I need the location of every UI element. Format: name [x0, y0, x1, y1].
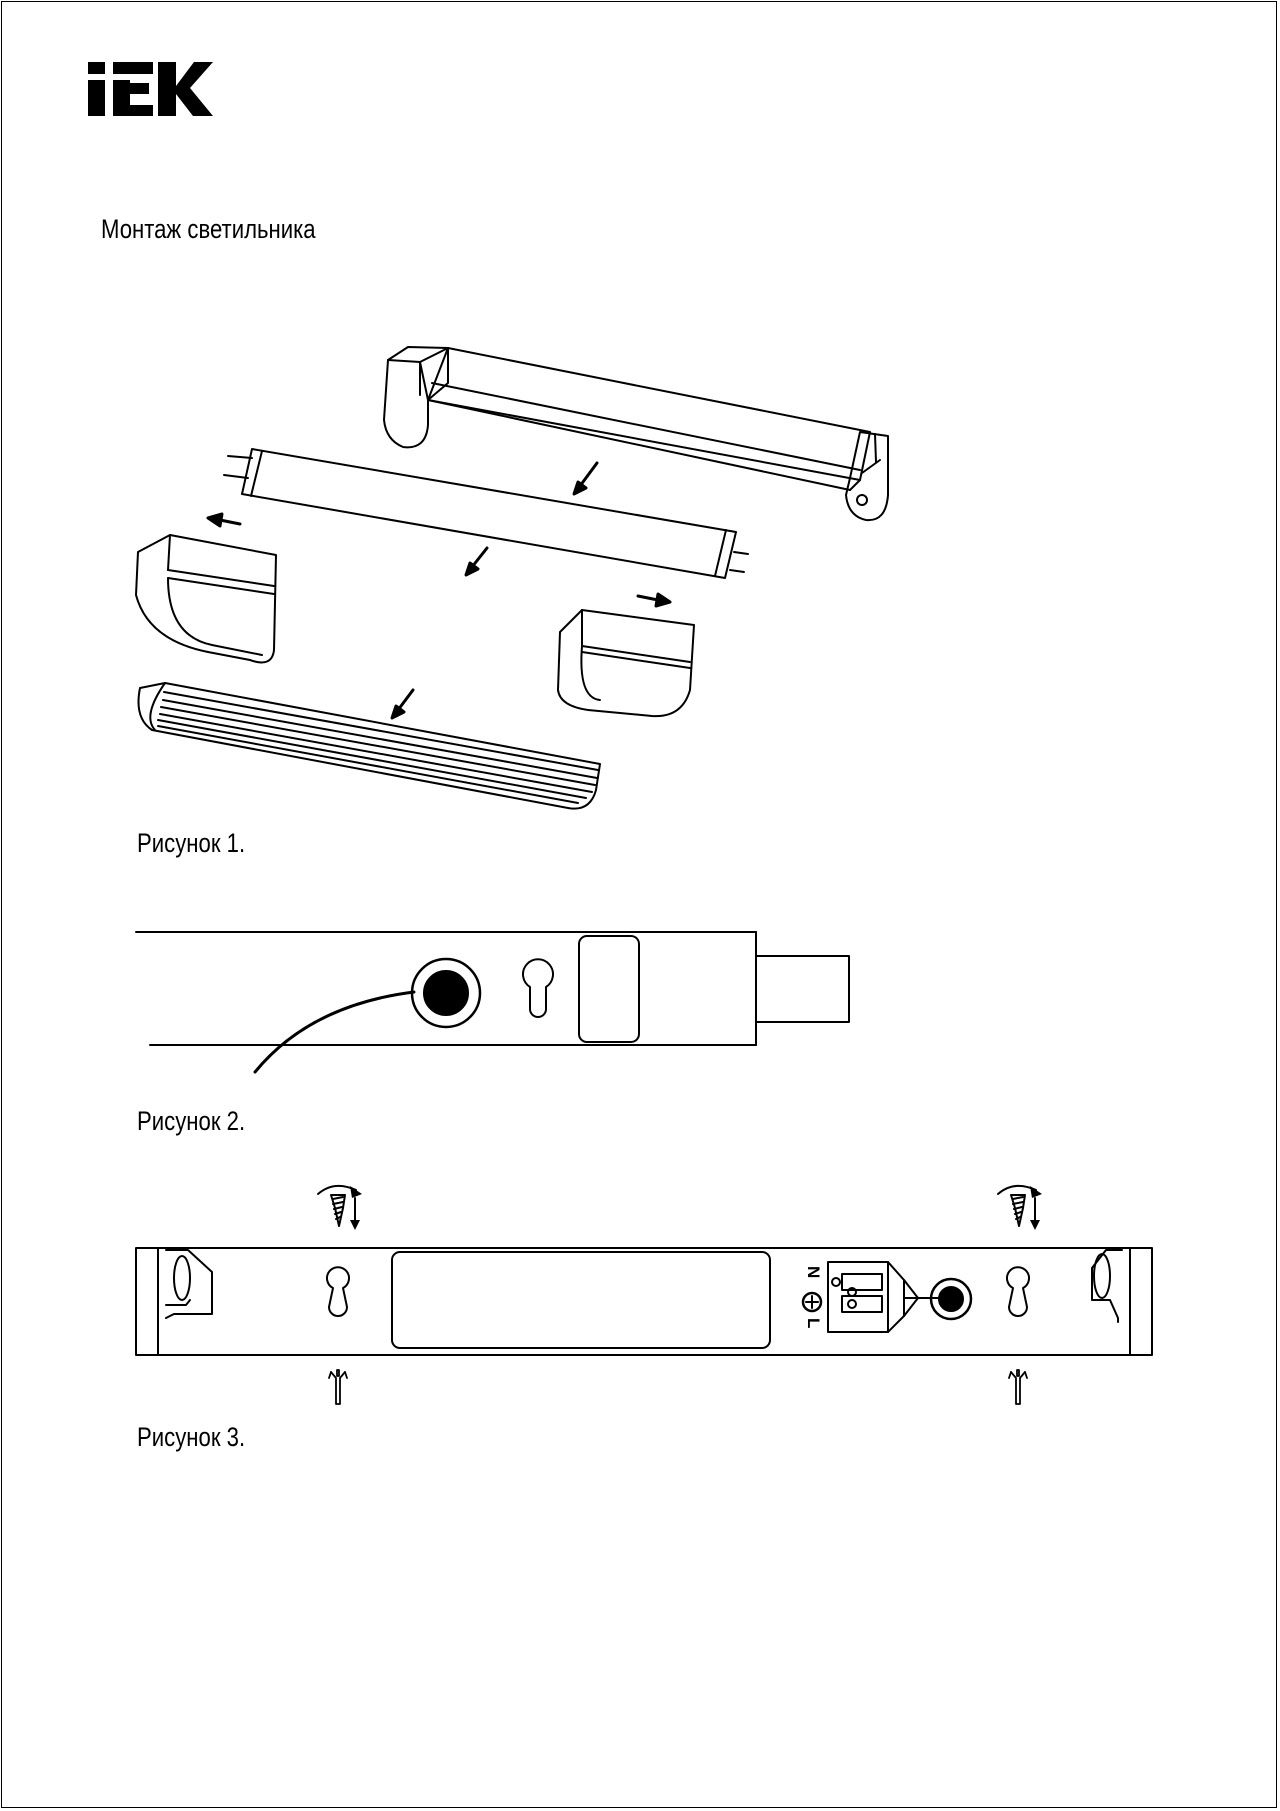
fluorescent-tube [223, 448, 749, 579]
screw-icon [330, 1194, 346, 1227]
ribbed-diffuser [137, 682, 601, 810]
left-end-clip [165, 1249, 213, 1319]
mounting-arrow-icon [206, 461, 672, 720]
ground-symbol-icon [801, 1291, 823, 1313]
keyhole-icon [326, 1266, 350, 1317]
right-end-cover [557, 609, 695, 718]
screw-icon [1010, 1194, 1026, 1227]
rotate-arrow-icon [317, 1184, 1042, 1230]
figure-2-cable-entry [135, 931, 850, 1074]
figure-3-wall-mounting: N L [135, 1184, 1153, 1405]
figure-2-caption: Рисунок 2. [137, 1106, 246, 1136]
keyhole-icon [522, 958, 554, 1018]
figure-1-caption: Рисунок 1. [137, 828, 246, 858]
terminal-label-n: N [804, 1266, 823, 1278]
iek-logo [88, 62, 213, 116]
left-end-cover [135, 534, 277, 664]
luminaire-base [383, 346, 889, 522]
terminal-block [827, 1261, 943, 1333]
figure-1-exploded-assembly [135, 346, 889, 810]
wall-plug-icon [328, 1369, 1028, 1405]
section-heading: Монтаж светильника [101, 214, 316, 244]
figure-3-caption: Рисунок 3. [137, 1422, 246, 1452]
cable-gland [410, 957, 482, 1029]
right-end-clip [1091, 1249, 1123, 1323]
keyhole-icon [1006, 1266, 1030, 1317]
terminal-label-l: L [804, 1318, 823, 1328]
